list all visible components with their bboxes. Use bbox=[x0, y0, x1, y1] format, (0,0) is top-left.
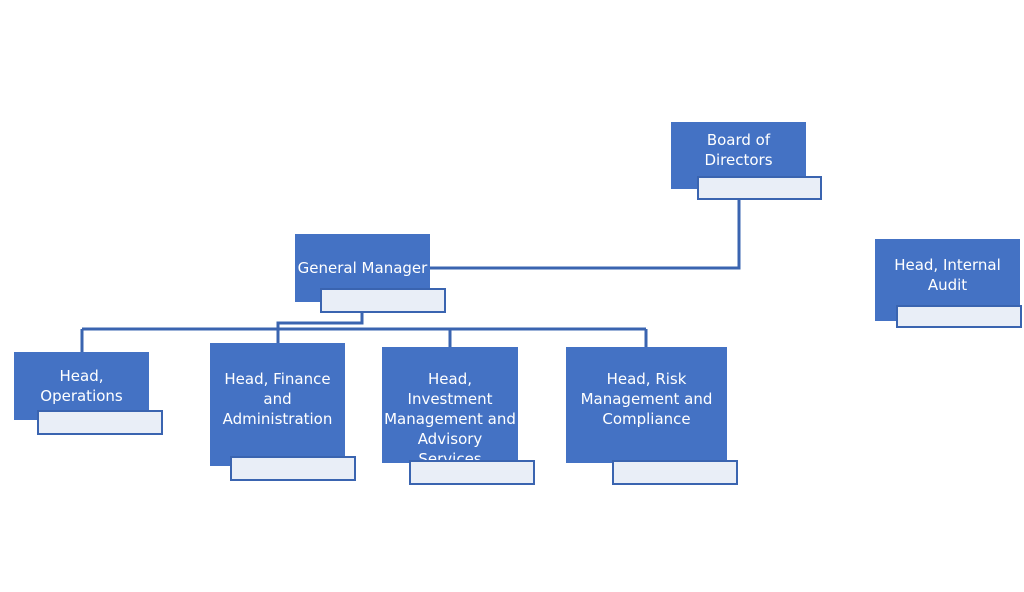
node-general-manager-label: General Manager bbox=[297, 259, 428, 277]
node-internal-audit-subbox bbox=[896, 305, 1022, 328]
node-board-label: Board of Directors bbox=[704, 131, 773, 169]
node-investment-label: Head, Investment Management and Advisory… bbox=[384, 370, 516, 468]
node-head-operations[interactable]: Head, Operations bbox=[14, 352, 149, 420]
node-head-finance[interactable]: Head, Finance and Administration bbox=[210, 343, 345, 466]
node-operations-label: Head, Operations bbox=[40, 367, 123, 405]
node-operations-subbox bbox=[37, 410, 163, 435]
node-general-manager-subbox bbox=[320, 288, 446, 313]
node-finance-label: Head, Finance and Administration bbox=[222, 370, 333, 428]
node-head-risk[interactable]: Head, Risk Management and Compliance bbox=[566, 347, 727, 463]
node-risk-label: Head, Risk Management and Compliance bbox=[580, 370, 713, 428]
connector-board-gm bbox=[430, 199, 741, 270]
connector-gm-trunk bbox=[276, 312, 364, 329]
node-finance-subbox bbox=[230, 456, 356, 481]
node-investment-subbox bbox=[409, 460, 535, 485]
node-internal-audit-label: Head, Internal Audit bbox=[894, 256, 1001, 294]
node-head-investment[interactable]: Head, Investment Management and Advisory… bbox=[382, 347, 518, 468]
node-board-subbox bbox=[697, 176, 822, 200]
node-risk-subbox bbox=[612, 460, 738, 485]
